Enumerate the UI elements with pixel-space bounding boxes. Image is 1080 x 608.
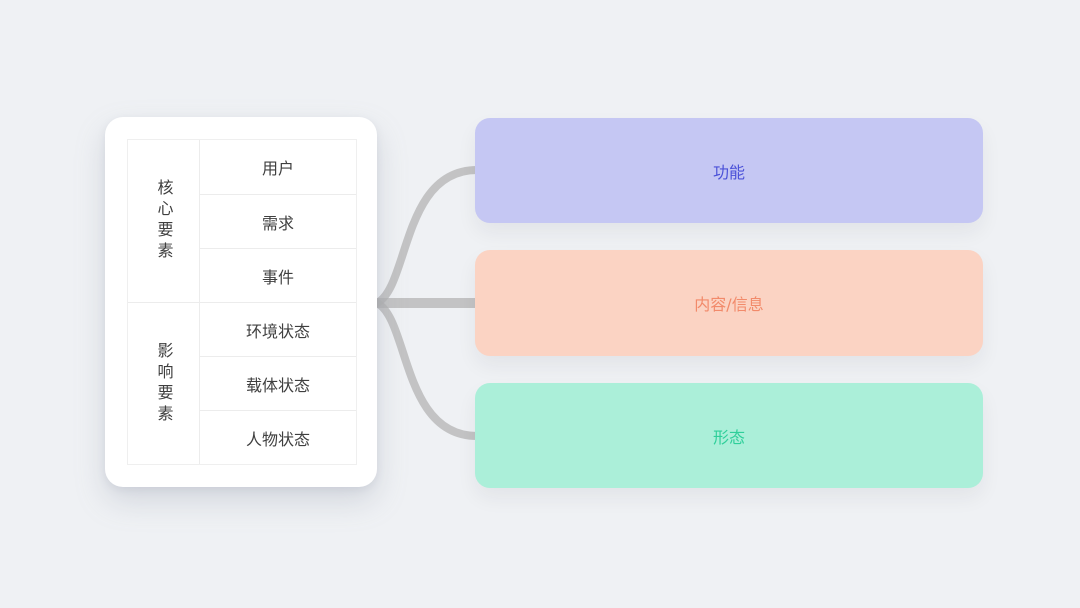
- elements-card: 核心要素 用户 需求 事件 影响要素 环境状态 载体状态 人物状态: [105, 117, 377, 487]
- connector-top: [373, 166, 481, 307]
- table-cell-carrier-state: 载体状态: [200, 356, 356, 410]
- group-header-core: 核心要素: [128, 140, 200, 302]
- node-function: 功能: [475, 118, 983, 223]
- table-cell-event: 事件: [200, 248, 356, 302]
- elements-table: 核心要素 用户 需求 事件 影响要素 环境状态 载体状态 人物状态: [127, 139, 357, 465]
- connector-bottom: [373, 299, 481, 440]
- table-cell-person-state: 人物状态: [200, 410, 356, 464]
- table-cell-user: 用户: [261, 159, 294, 178]
- group-header-influence: 影响要素: [128, 302, 200, 464]
- node-form: 形态: [475, 383, 983, 488]
- table-cell-demand: 需求: [200, 194, 356, 248]
- node-content-info: 内容/信息: [475, 250, 983, 356]
- table-cell-environment-state: 环境状态: [200, 302, 356, 356]
